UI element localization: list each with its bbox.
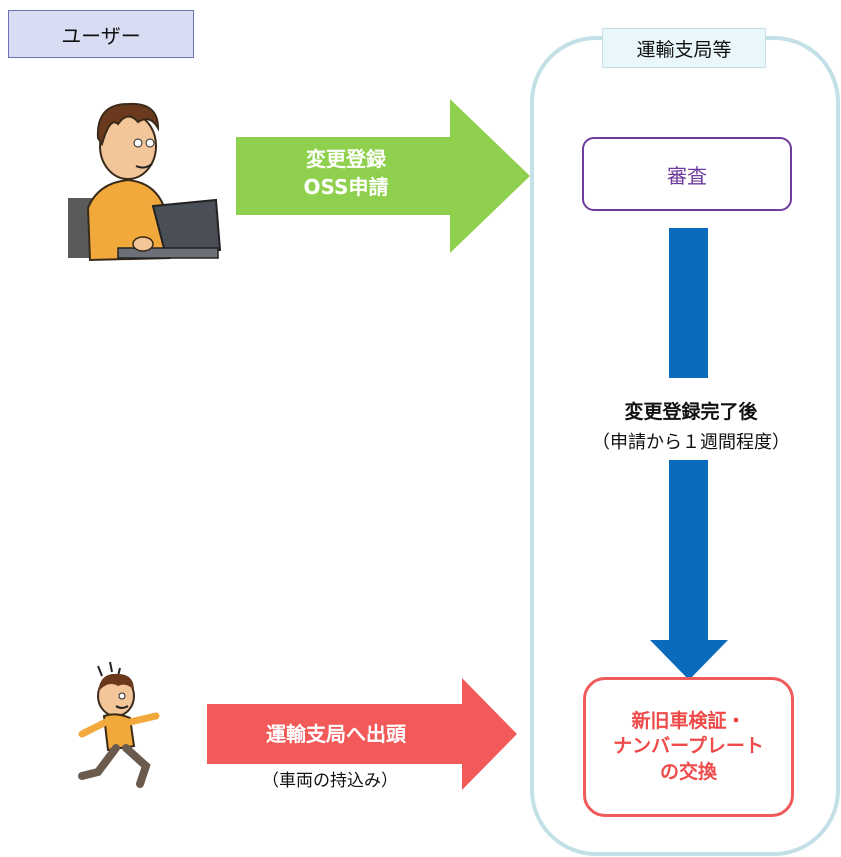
visit-note: （車両の持込み）	[262, 771, 398, 791]
completion-title: 変更登録完了後	[624, 401, 758, 423]
visit-arrow	[207, 678, 517, 790]
user-label: ユーザー	[8, 10, 194, 58]
exchange-line2: ナンバープレート	[613, 735, 764, 758]
completion-arrow	[650, 228, 728, 680]
application-line2: OSS申請	[303, 175, 389, 199]
exchange-box: 新旧車検証・ ナンバープレート の交換	[583, 677, 794, 817]
office-label: 運輸支局等	[602, 28, 766, 68]
visit-label: 運輸支局へ出頭	[266, 722, 406, 746]
application-arrow-text: 変更登録 OSS申請	[236, 145, 456, 201]
completion-note: （申請から１週間程度）	[592, 432, 790, 453]
person-at-laptop-icon	[68, 102, 222, 262]
running-person-icon	[78, 661, 160, 788]
application-line1: 変更登録	[306, 147, 386, 171]
review-box: 審査	[582, 137, 792, 211]
exchange-line3: の交換	[659, 760, 717, 783]
application-arrow	[236, 99, 530, 253]
exchange-line1: 新旧車検証・	[631, 709, 746, 732]
